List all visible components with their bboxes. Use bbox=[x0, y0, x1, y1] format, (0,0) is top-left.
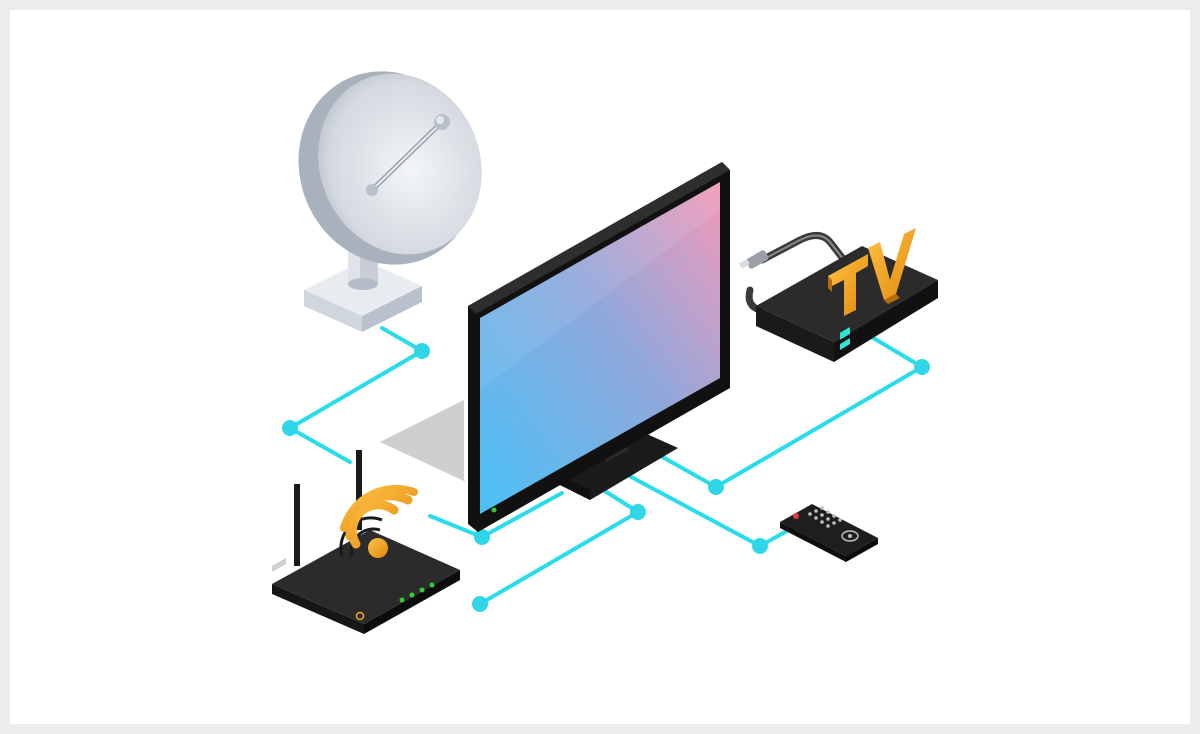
illustration-frame: TV bbox=[10, 10, 1190, 724]
node bbox=[472, 596, 488, 612]
node bbox=[914, 359, 930, 375]
node bbox=[414, 343, 430, 359]
network-diagram: TV bbox=[10, 10, 1190, 724]
remote-control-icon bbox=[780, 504, 878, 562]
node bbox=[708, 479, 724, 495]
wifi-router-icon bbox=[272, 450, 460, 634]
node bbox=[630, 504, 646, 520]
node bbox=[282, 420, 298, 436]
node bbox=[474, 529, 490, 545]
satellite-dish-icon bbox=[270, 44, 509, 332]
node bbox=[752, 538, 768, 554]
